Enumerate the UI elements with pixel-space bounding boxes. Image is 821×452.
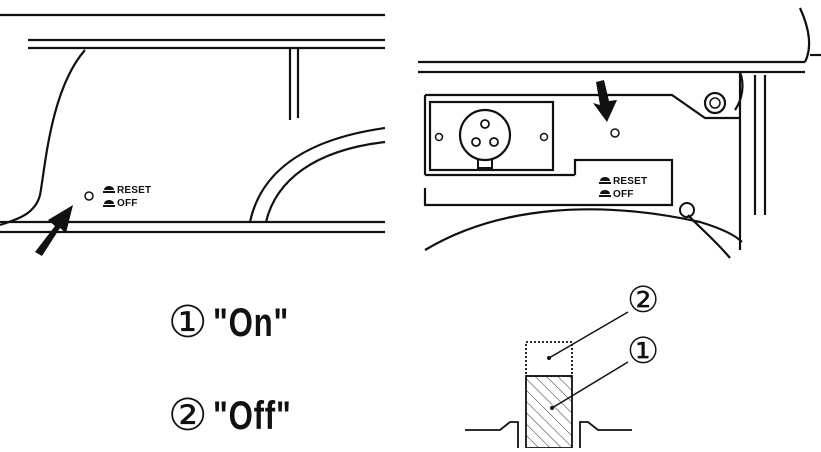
legend-number-2: ② — [168, 390, 208, 441]
screw-hole — [539, 132, 549, 142]
right-unit-drawing — [418, 7, 821, 259]
legend-item-on: ① "On" — [168, 301, 311, 345]
connector-socket — [458, 108, 512, 162]
reset-label-right: RESET — [613, 176, 648, 187]
reset-symbol-icon — [103, 186, 115, 207]
switch-on-position — [525, 375, 573, 449]
leader-line-1 — [551, 361, 629, 409]
legend-number-1: ① — [168, 297, 208, 348]
switch-detail-drawing — [465, 311, 632, 449]
connector-pin — [480, 119, 490, 129]
arrow-pointer-icon — [35, 205, 73, 256]
off-label-left: OFF — [117, 198, 138, 209]
left-unit-drawing — [0, 13, 386, 234]
connector-pin — [489, 137, 499, 147]
panel-outline — [425, 93, 740, 120]
label-plate-outline — [423, 158, 674, 207]
leader-dot — [550, 406, 554, 410]
off-label-right: OFF — [613, 189, 634, 200]
base-surface — [465, 421, 519, 448]
base-surface — [579, 421, 632, 448]
side-rail-curve — [734, 71, 744, 111]
connector-key — [477, 160, 493, 169]
leader-dot — [547, 356, 551, 360]
corner-curve — [798, 7, 811, 63]
leader-line-2 — [548, 311, 629, 359]
reset-symbol-icon — [599, 177, 611, 197]
callout-2: ② — [627, 280, 660, 321]
connector-plate — [428, 100, 555, 172]
legend-item-off: ② "Off" — [168, 394, 314, 438]
knob-inner — [709, 97, 721, 109]
reset-label-left: RESET — [117, 185, 152, 196]
cable-line — [687, 214, 731, 259]
callout-1: ① — [627, 331, 660, 372]
arch-inner — [264, 140, 386, 223]
bottom-arc — [424, 208, 743, 251]
knob — [703, 91, 727, 115]
screw-hole — [434, 132, 444, 142]
arch-outer — [248, 126, 386, 223]
legend-text-off: "Off" — [213, 394, 292, 438]
side-cover-curve — [0, 49, 86, 227]
cable-grommet — [679, 202, 695, 218]
legend-text-on: "On" — [213, 301, 290, 345]
arrow-pointer-icon — [593, 80, 617, 122]
connector-pin — [471, 137, 481, 147]
reset-hole-indicator — [610, 128, 620, 138]
reset-hole-indicator — [84, 191, 94, 201]
